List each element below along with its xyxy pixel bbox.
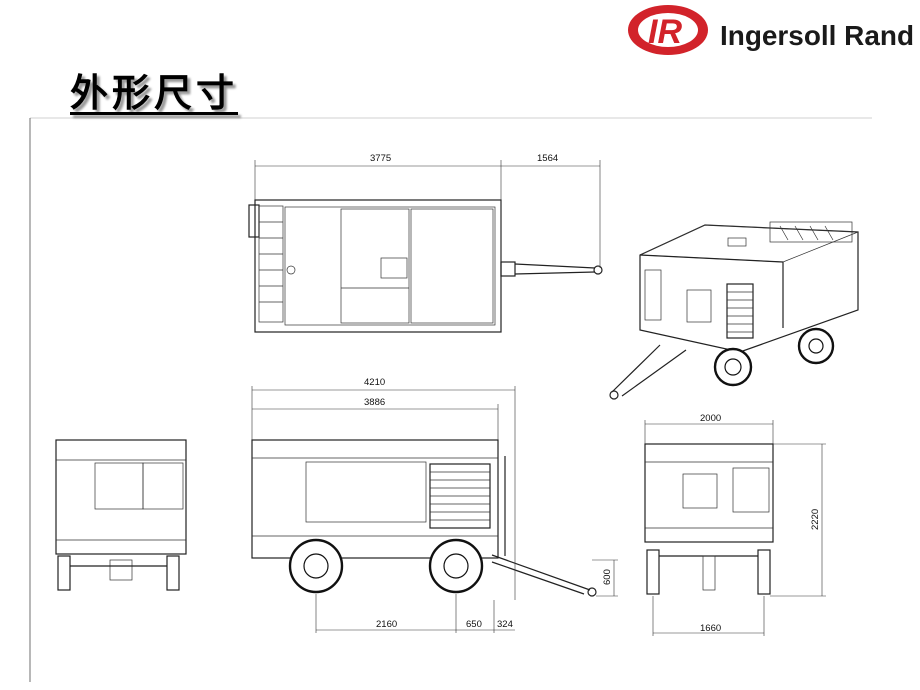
top-view-panel [284,206,496,326]
side-view-drawbar [491,561,585,595]
isometric-view [609,221,859,400]
end-view-body [55,439,187,555]
dim-side-drawbar-height: 600 [602,569,613,585]
top-view-drawbar [514,271,596,275]
top-view-cap [286,265,296,275]
dim-side-body: 3886 [364,397,385,408]
top-view-bumper [248,204,260,238]
dim-side-overall: 4210 [364,377,385,388]
end-view-door-right [142,462,184,510]
end-view-tire-left [57,555,71,591]
end-view-jack [109,559,133,581]
dim-top-drawbar: 1564 [537,153,558,164]
end-view-door-left [94,462,144,510]
end-view-tire-right [166,555,180,591]
iso-vent [809,225,819,241]
top-view-ladder [258,205,284,323]
top-view-hatch [380,257,408,279]
iso-towing-eye [609,390,619,400]
iso-front-hub [724,358,742,376]
dim-rear-height: 2220 [810,509,821,530]
iso-roof-hatch [727,237,747,247]
top-view-center-panel [340,208,410,324]
side-view-door [305,461,427,523]
dim-top-length: 3775 [370,153,391,164]
rear-view: 2000 2220 1660 [644,413,826,636]
dim-rear-track: 1660 [700,623,721,634]
rear-view-tire-left [646,549,660,595]
iso-roof-edge [639,254,784,263]
brand-name: Ingersoll Rand [720,20,914,51]
brand-logo: IR Ingersoll Rand [628,5,914,55]
side-view-drawbar [491,554,591,591]
rear-view-body [644,443,774,543]
logo-oval-inner [638,13,698,47]
top-view-hitch [500,261,516,277]
iso-side-door [686,289,712,323]
side-view: 4210 3886 2160 650 324 600 [251,377,618,633]
side-view-front-hub [303,553,329,579]
side-view-towing-eye [587,587,597,597]
iso-drawbar [611,344,661,393]
top-view-right-panel [410,208,494,324]
iso-louver-grille [726,283,754,339]
rear-view-panel [732,467,770,513]
top-view-towing-eye [593,265,603,275]
iso-drawbar [621,349,687,397]
iso-cooling-panel [769,221,853,243]
top-view: 3775 1564 [248,153,603,333]
top-view-drawbar [514,263,596,269]
end-view-left [55,439,187,591]
iso-vent [824,225,834,241]
rear-view-jack [702,555,716,591]
logo-letters: IR [648,13,682,51]
page-title: 外形尺寸 [70,71,239,115]
side-view-body [251,439,499,559]
iso-vent [794,225,804,241]
rear-view-tire-right [757,549,771,595]
iso-vent [779,225,789,241]
iso-end-door [644,269,662,321]
side-view-rear-hub [443,553,469,579]
iso-rear-hub [808,338,824,354]
dim-side-wheelbase: 2160 [376,619,397,630]
dim-side-rear-overhang: 650 [466,619,482,630]
dim-side-drawbar-end: 324 [497,619,513,630]
dim-rear-width: 2000 [700,413,721,424]
rear-view-door [682,473,718,509]
